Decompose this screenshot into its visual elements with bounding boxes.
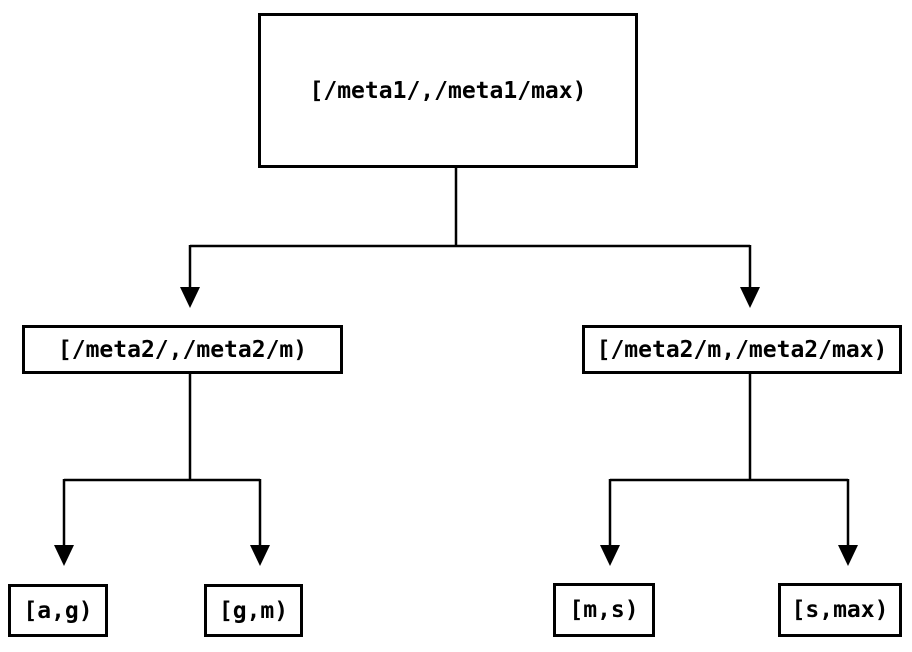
arrowhead-down-icon	[600, 545, 620, 566]
arrowhead-down-icon	[54, 545, 74, 566]
node-label: [s,max)	[791, 597, 889, 623]
edge-root-branch	[190, 168, 750, 248]
node-label: [a,g)	[23, 597, 93, 624]
node-label: [g,m)	[218, 597, 289, 624]
node-leaf-smax: [s,max)	[778, 583, 902, 637]
edge-right-leaf-ms	[600, 479, 620, 566]
edge-right-branch	[610, 374, 848, 482]
arrowhead-down-icon	[740, 287, 760, 308]
node-leaf-ag: [a,g)	[8, 584, 108, 637]
node-leaf-ms: [m,s)	[553, 583, 655, 637]
node-label: [/meta1/,/meta1/max)	[309, 77, 587, 104]
arrowhead-down-icon	[838, 545, 858, 566]
node-label: [/meta2/,/meta2/m)	[57, 336, 308, 363]
edge-left-leaf-gm	[250, 479, 270, 566]
node-label: [/meta2/m,/meta2/max)	[596, 336, 888, 363]
node-left-meta2-range: [/meta2/,/meta2/m)	[22, 325, 343, 374]
edge-left-leaf-ag	[54, 479, 74, 566]
arrowhead-down-icon	[180, 287, 200, 308]
node-root-meta1-range: [/meta1/,/meta1/max)	[258, 13, 638, 168]
edge-right-leaf-smax	[838, 479, 858, 566]
edge-root-right	[740, 245, 760, 308]
edge-root-left	[180, 245, 200, 308]
node-label: [m,s)	[569, 597, 639, 623]
node-right-meta2-range: [/meta2/m,/meta2/max)	[582, 325, 902, 374]
edge-left-branch	[64, 374, 260, 482]
arrowhead-down-icon	[250, 545, 270, 566]
node-leaf-gm: [g,m)	[204, 584, 303, 637]
